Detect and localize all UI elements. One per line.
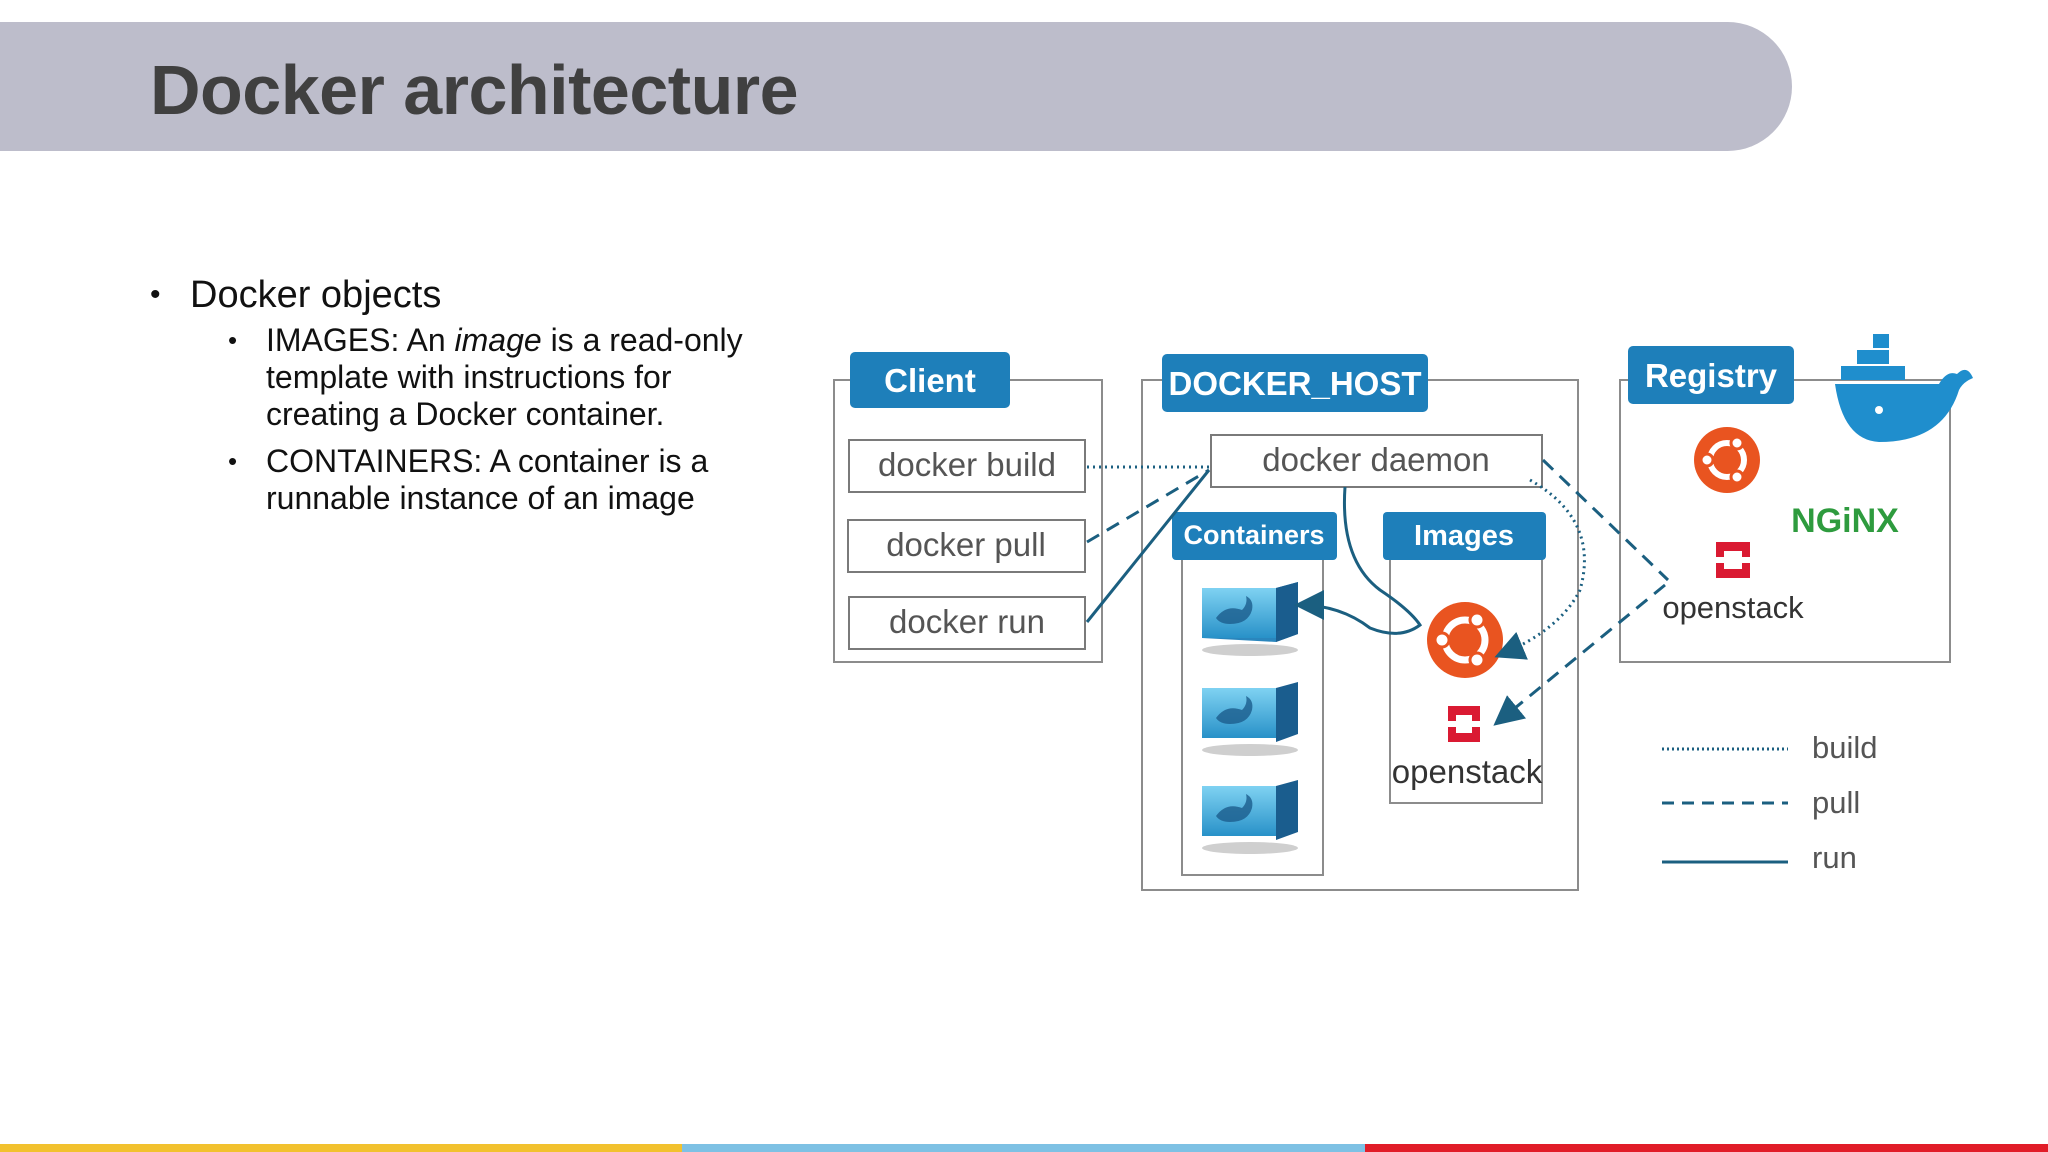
slide-title: Docker architecture bbox=[150, 51, 799, 129]
legend-build-label: build bbox=[1812, 730, 1878, 765]
openstack-registry-label: openstack bbox=[1662, 590, 1804, 625]
docker-host-header bbox=[1162, 354, 1428, 412]
pull-arrow bbox=[1493, 583, 1666, 726]
docker-run-box bbox=[848, 596, 1086, 650]
openstack-icon bbox=[1448, 706, 1480, 742]
client-header bbox=[850, 352, 1010, 408]
docker-architecture-diagram: Client docker build docker pull docker r… bbox=[833, 334, 1973, 891]
footer-red bbox=[1365, 1144, 2048, 1152]
registry-group: Registry NGiNX openstack bbox=[1619, 334, 1973, 663]
registry-header bbox=[1628, 346, 1794, 404]
containers-header-label: Containers bbox=[1183, 520, 1324, 550]
bullet-images: IMAGES: An image is a read-only template… bbox=[228, 322, 790, 433]
openstack-icon bbox=[1716, 542, 1750, 578]
legend-run-label: run bbox=[1812, 840, 1857, 875]
ubuntu-icon bbox=[1694, 427, 1760, 493]
pull-connector-registry bbox=[1541, 458, 1670, 582]
build-arrow bbox=[1494, 478, 1586, 660]
container-icon bbox=[1202, 780, 1298, 854]
docker-pull-box bbox=[847, 519, 1086, 573]
nginx-logo: NGiNX bbox=[1791, 502, 1899, 540]
containers-header bbox=[1172, 512, 1337, 560]
container-icon bbox=[1202, 582, 1298, 656]
footer-yellow bbox=[0, 1144, 682, 1152]
docker-build-box bbox=[848, 439, 1086, 493]
images-prefix: IMAGES: An bbox=[266, 322, 455, 358]
docker-daemon-label: docker daemon bbox=[1262, 441, 1489, 478]
sub-bullet-list: IMAGES: An image is a read-only template… bbox=[150, 322, 790, 517]
images-rest: is a read-only template with instruction… bbox=[266, 322, 743, 432]
bullet-list: Docker objects IMAGES: An image is a rea… bbox=[150, 272, 790, 527]
client-header-label: Client bbox=[884, 362, 976, 399]
title-bar bbox=[0, 22, 1792, 151]
docker-build-label: docker build bbox=[878, 446, 1056, 483]
container-icon bbox=[1202, 682, 1298, 756]
legend: build pull run bbox=[1662, 730, 1878, 875]
client-group: Client docker build docker pull docker r… bbox=[833, 352, 1103, 663]
footer-blue bbox=[682, 1144, 1365, 1152]
images-header-label: Images bbox=[1414, 520, 1514, 552]
openstack-image-label: openstack bbox=[1392, 753, 1543, 790]
docker-whale-icon bbox=[1835, 334, 1973, 442]
pull-connector bbox=[1086, 468, 1210, 544]
docker-daemon-box bbox=[1210, 434, 1543, 488]
registry-header-label: Registry bbox=[1645, 357, 1778, 394]
images-header bbox=[1383, 512, 1546, 560]
run-arrow bbox=[1294, 486, 1423, 635]
bullet-docker-objects: Docker objects bbox=[150, 272, 790, 318]
legend-pull-label: pull bbox=[1812, 785, 1860, 820]
footer-stripe bbox=[0, 1144, 2048, 1152]
docker-pull-label: docker pull bbox=[886, 526, 1046, 563]
ubuntu-icon bbox=[1427, 602, 1503, 678]
docker-host-header-label: DOCKER_HOST bbox=[1168, 365, 1421, 402]
docker-run-label: docker run bbox=[889, 603, 1045, 640]
bullet-containers: CONTAINERS: A container is a runnable in… bbox=[228, 443, 790, 517]
run-connector bbox=[1085, 469, 1211, 623]
images-emphasis: image bbox=[454, 322, 542, 358]
